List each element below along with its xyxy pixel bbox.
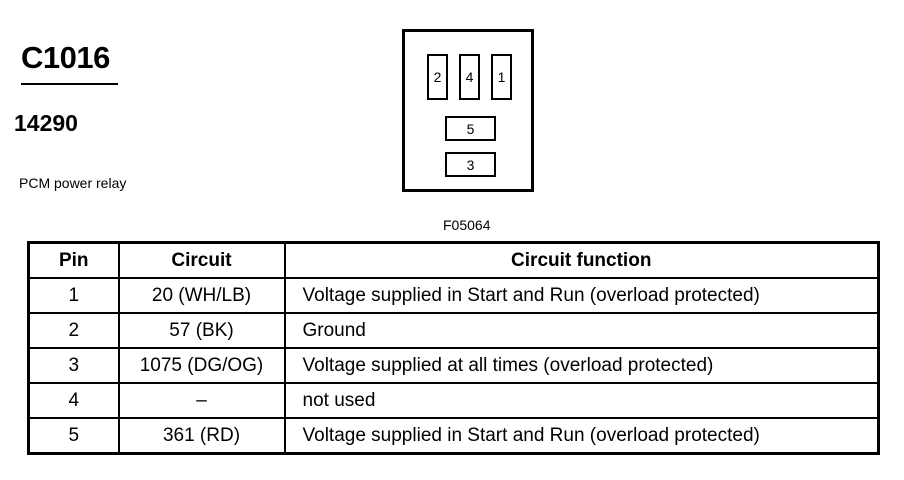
circuit-cell: 361 (RD) [117, 417, 286, 455]
pin-cell: 4 [27, 382, 120, 419]
function-cell: Voltage supplied in Start and Run (overl… [283, 417, 880, 455]
part-number: 14290 [14, 110, 78, 136]
circuit-cell: 57 (BK) [117, 312, 286, 349]
pin-cavity-5: 5 [445, 116, 496, 141]
connector-face-diagram: 2 4 1 5 3 [402, 29, 534, 192]
table-row: 4 – not used [27, 382, 880, 419]
pin-cell: 5 [27, 417, 120, 455]
column-header-pin: Pin [27, 241, 120, 279]
pin-cavity-2: 2 [427, 54, 448, 100]
circuit-cell: 20 (WH/LB) [117, 277, 286, 314]
pin-cavity-3: 3 [445, 152, 496, 177]
pin-cell: 3 [27, 347, 120, 384]
connector-id-underline [21, 83, 118, 85]
pin-cavity-1: 1 [491, 54, 512, 100]
table-row: 3 1075 (DG/OG) Voltage supplied at all t… [27, 347, 880, 384]
circuit-cell: 1075 (DG/OG) [117, 347, 286, 384]
table-row: 5 361 (RD) Voltage supplied in Start and… [27, 417, 880, 455]
pin-cell: 2 [27, 312, 120, 349]
column-header-circuit-function: Circuit function [283, 241, 880, 279]
table-row: 1 20 (WH/LB) Voltage supplied in Start a… [27, 277, 880, 314]
table-row: 2 57 (BK) Ground [27, 312, 880, 349]
function-cell: Voltage supplied at all times (overload … [283, 347, 880, 384]
function-cell: not used [283, 382, 880, 419]
function-cell: Ground [283, 312, 880, 349]
figure-code: F05064 [443, 217, 491, 233]
connector-id: C1016 [21, 40, 110, 75]
table-header-row: Pin Circuit Circuit function [27, 241, 880, 279]
circuit-cell: – [117, 382, 286, 419]
pin-table: Pin Circuit Circuit function 1 20 (WH/LB… [27, 241, 880, 455]
connector-description: PCM power relay [19, 175, 127, 191]
pin-cell: 1 [27, 277, 120, 314]
pin-cavity-4: 4 [459, 54, 480, 100]
function-cell: Voltage supplied in Start and Run (overl… [283, 277, 880, 314]
column-header-circuit: Circuit [117, 241, 286, 279]
